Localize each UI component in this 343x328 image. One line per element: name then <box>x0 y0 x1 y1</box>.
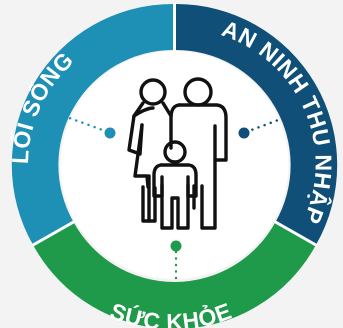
divider-right <box>273 220 318 247</box>
segment-income-arc <box>174 3 338 246</box>
connector-dot-health <box>170 240 182 252</box>
family-icon <box>127 77 228 230</box>
connector-lifestyle <box>62 114 110 134</box>
connector-dot-lifestyle <box>104 127 116 139</box>
connector-income <box>244 114 291 134</box>
divider-left <box>31 220 76 247</box>
connector-dot-income <box>238 127 250 139</box>
segment-lifestyle-arc <box>11 3 175 246</box>
segment-health-arc <box>33 222 316 328</box>
